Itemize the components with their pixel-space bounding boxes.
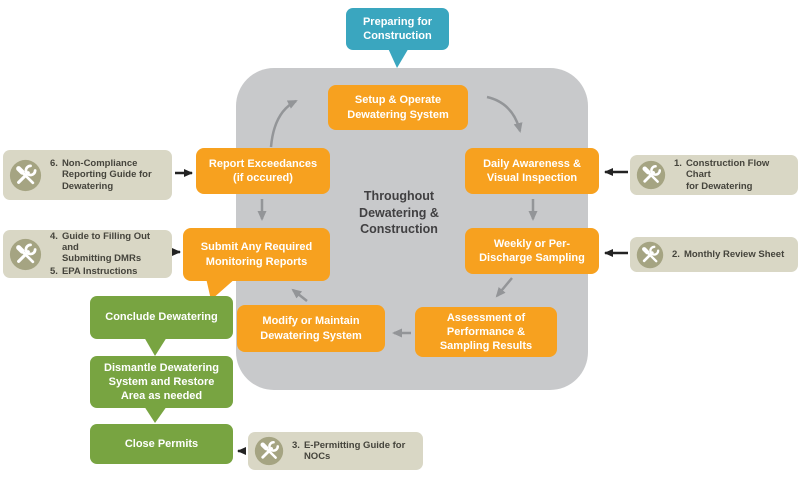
conclude-tail [144, 337, 167, 356]
tools-icon [254, 436, 284, 466]
resource-noncompliance-guide: 6. Non-Compliance Reporting Guide for De… [3, 150, 172, 200]
resource-number: 6. [50, 158, 58, 170]
tools-icon [9, 159, 42, 191]
resource-label: Construction Flow Chart for Dewatering [685, 158, 770, 192]
step-weekly-sampling: Weekly or Per- Discharge Sampling [465, 228, 599, 274]
dismantle-system-box: Dismantle Dewatering System and Restore … [90, 356, 233, 408]
arrow-weekly-to-assessment [495, 277, 513, 298]
resource-label: Non-Compliance Reporting Guide for Dewat… [61, 158, 152, 192]
step-report-exceedances: Report Exceedances (if occured) [196, 148, 330, 194]
tools-icon [636, 241, 664, 268]
arrow-modify-to-submit [291, 288, 308, 302]
resource-number: 2. [672, 248, 680, 260]
dismantle-tail [144, 406, 167, 423]
resource-construction-flowchart: 1. Construction Flow Chart for Dewaterin… [630, 155, 798, 195]
callout-tail [387, 46, 410, 68]
resource-epermitting-guide: 3. E-Permitting Guide for NOCs [248, 432, 423, 470]
conclude-dewatering-box: Conclude Dewatering [90, 296, 233, 339]
close-permits-box: Close Permits [90, 424, 233, 464]
step-assessment-results: Assessment of Performance & Sampling Res… [415, 307, 557, 357]
resource-dmr-guides: 4. Guide to Filling Out and Submitting D… [3, 230, 172, 278]
step-setup-operate: Setup & Operate Dewatering System [328, 85, 468, 130]
resource-number: 3. [292, 439, 300, 451]
step-modify-maintain: Modify or Maintain Dewatering System [237, 305, 385, 352]
resource-number: 5. [50, 266, 58, 278]
arrow-setup-to-daily-curve [486, 95, 523, 133]
cycle-center-label: Throughout Dewatering & Construction [359, 188, 439, 237]
resource-label: EPA Instructions [61, 266, 138, 278]
resource-label: E-Permitting Guide for NOCs [303, 439, 406, 462]
resource-number: 1. [674, 158, 682, 170]
step-submit-monitoring-reports: Submit Any Required Monitoring Reports [183, 228, 330, 281]
arrow-left-curve-to-setup [269, 99, 298, 148]
resource-number: 4. [50, 230, 58, 242]
resource-monthly-review-sheet: 2. Monthly Review Sheet [630, 237, 798, 272]
submit-tail [206, 278, 236, 300]
tools-icon [636, 160, 666, 190]
resource-label: Guide to Filling Out and Submitting DMRs [61, 230, 151, 264]
preparing-for-construction-callout: Preparing for Construction [346, 8, 449, 50]
step-daily-awareness: Daily Awareness & Visual Inspection [465, 148, 599, 194]
tools-icon [9, 238, 42, 270]
resource-label: Monthly Review Sheet [683, 248, 785, 260]
